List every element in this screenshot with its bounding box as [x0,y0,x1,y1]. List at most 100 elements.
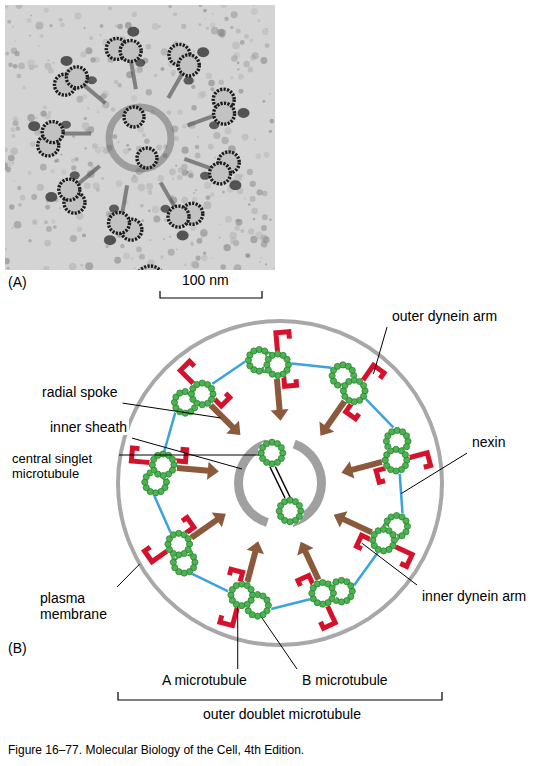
texture-speck [198,92,205,99]
em-tubule [178,55,199,76]
texture-speck [27,59,35,67]
texture-speck [154,74,158,78]
texture-speck [72,135,75,138]
texture-speck [71,159,75,163]
texture-speck [169,235,171,237]
texture-speck [48,68,54,74]
texture-speck [237,68,239,70]
texture-speck [221,137,228,144]
texture-speck [220,5,226,8]
nexin-link [164,412,175,451]
part-label: inner sheath [48,419,129,435]
texture-speck [254,139,256,141]
a-microtubule [165,530,193,558]
texture-speck [208,144,214,150]
micrograph-texture [5,5,275,270]
texture-speck [257,19,260,22]
outer-dynein-arm [180,361,194,384]
texture-speck [9,204,14,209]
texture-speck [123,253,130,260]
texture-speck [84,147,87,150]
texture-speck [158,25,161,28]
outer-dynein-arm [409,453,431,467]
texture-speck [70,235,77,242]
tubule-wall [264,351,292,379]
texture-speck [135,67,141,73]
part-label: plasma membrane [38,590,114,622]
texture-speck [5,258,10,265]
texture-speck [181,24,186,29]
texture-speck [248,228,254,234]
central-bridge [275,466,290,497]
texture-speck [195,153,201,159]
texture-speck [18,63,25,70]
texture-speck [204,182,211,189]
texture-speck [206,27,209,30]
texture-speck [138,184,146,192]
texture-speck [146,89,152,95]
spoke-head [334,511,348,527]
texture-speck [59,207,61,209]
tubule-wall [309,579,337,607]
tubulin-dot [284,356,290,362]
texture-speck [29,35,31,37]
texture-speck [149,239,151,241]
tubule-wall [383,427,411,455]
texture-speck [74,157,78,161]
texture-speck [132,12,137,17]
texture-speck [171,73,174,76]
texture-speck [84,117,87,120]
texture-speck [182,124,187,129]
em-spoke [184,159,210,169]
texture-speck [82,233,86,237]
texture-speck [14,51,19,56]
texture-speck [198,23,201,26]
texture-speck [114,80,118,84]
scale-label: 100 nm [180,272,231,288]
spoke-head [207,462,219,480]
inner-dynein-arm [229,569,242,582]
texture-speck [131,257,134,260]
b-microtubule [327,577,355,605]
spoke-head [212,513,226,528]
outer-dynein-arm [145,547,168,562]
texture-speck [10,147,18,155]
texture-speck [225,216,232,223]
texture-speck [163,238,165,240]
texture-speck [99,34,102,37]
texture-speck [97,111,100,114]
texture-speck [82,122,90,130]
texture-speck [261,241,268,248]
texture-speck [134,267,136,269]
texture-speck [210,87,214,91]
texture-speck [244,34,249,39]
part-label: nexin [470,434,507,450]
leader-line [362,543,417,585]
tubulin-dot [185,536,191,542]
texture-speck [139,254,145,260]
texture-speck [266,28,268,30]
nexin-link [400,474,403,514]
texture-speck [10,127,15,132]
texture-speck [177,175,183,181]
a-microtubule [309,579,337,607]
texture-speck [13,64,18,69]
em-tubule [137,148,157,168]
texture-speck [262,28,269,35]
texture-speck [195,189,197,191]
em-arm [104,235,116,245]
texture-speck [84,183,91,190]
texture-speck [214,156,216,158]
texture-speck [80,264,83,267]
texture-speck [269,119,274,124]
tubulin-dot [190,554,196,560]
texture-speck [206,195,211,200]
tubulin-dot [360,382,366,388]
a-microtubule [340,377,368,405]
texture-speck [14,221,22,229]
texture-speck [40,164,47,171]
tubule-wall [327,577,355,605]
texture-speck [34,64,38,68]
em-arm [135,59,145,67]
